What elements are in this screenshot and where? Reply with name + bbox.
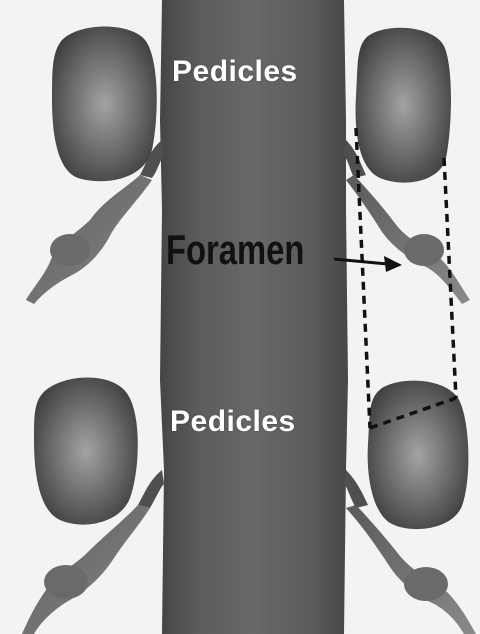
process-upper-left: [26, 175, 152, 304]
process-node-lower-right: [404, 567, 448, 601]
bridge-left-lower: [138, 470, 164, 508]
bridge-right-lower: [344, 470, 368, 508]
pedicle-lower-left: [34, 378, 138, 525]
pedicle-upper-right: [356, 28, 451, 183]
pedicle-lower-right: [368, 381, 469, 530]
pedicle-upper-left: [52, 27, 157, 182]
process-node-upper-left: [50, 234, 90, 266]
vertebral-body-column: [160, 0, 348, 634]
process-node-lower-left: [44, 565, 88, 599]
pedicles-bottom-label: Pedicles: [170, 405, 296, 439]
process-node-upper-right: [404, 234, 444, 266]
pedicles-top-label: Pedicles: [172, 55, 298, 89]
foramen-label: Foramen: [166, 226, 304, 274]
